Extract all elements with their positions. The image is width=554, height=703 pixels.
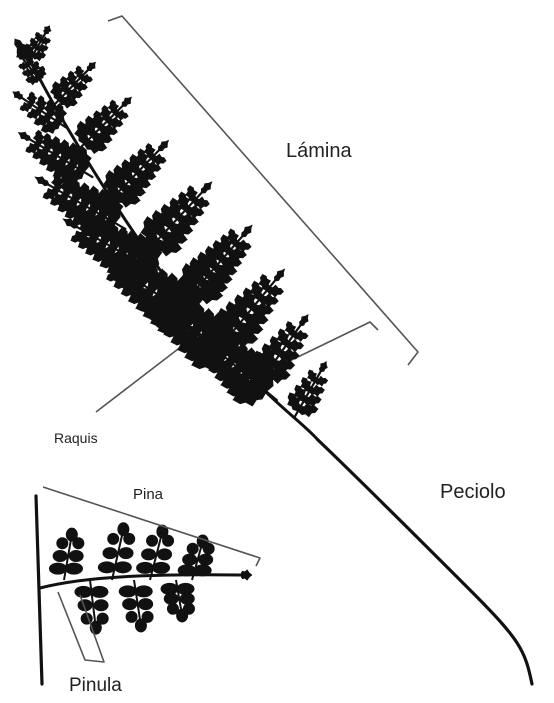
pinna-tip (18, 132, 31, 141)
lobe (126, 611, 138, 623)
lobe (157, 548, 172, 560)
lobe (119, 547, 134, 559)
lobe (141, 548, 156, 560)
lobe (90, 586, 108, 598)
pinna-tip (12, 91, 23, 100)
pinna-tip (87, 62, 96, 71)
pinna-tip (43, 25, 51, 34)
lobe (98, 561, 116, 573)
pinna-tip (158, 140, 169, 151)
label-patch (330, 335, 384, 384)
pinna-tip (241, 225, 253, 238)
label-raquis: Raquis (54, 430, 98, 446)
lobe-tip (135, 618, 147, 632)
lobe (135, 585, 153, 597)
lobe (136, 562, 154, 574)
lobe (65, 563, 83, 575)
pinna-tip (299, 314, 308, 326)
lobe (53, 550, 68, 562)
lobe (69, 550, 84, 562)
lobe-tip (117, 522, 129, 536)
inset-pinnule-2 (98, 522, 135, 580)
inset-pinnule-3 (136, 525, 174, 580)
inset-pinnule-6 (119, 580, 154, 632)
lobe (119, 585, 137, 597)
label-pinula: Pinula (69, 675, 122, 697)
inset-pinnule-7 (161, 580, 195, 622)
lobe (103, 547, 118, 559)
lobe (74, 586, 92, 598)
inset-rachis (36, 496, 42, 684)
lobe (187, 543, 199, 555)
label-peciolo: Peciolo (440, 481, 506, 504)
lobe (146, 535, 158, 547)
pinna-tip (319, 361, 328, 372)
lobe (178, 564, 196, 576)
pina-detail-inset (36, 487, 260, 684)
pinna-5 (74, 97, 132, 154)
lobe (182, 554, 197, 566)
lobe (56, 537, 68, 549)
pinna-tip (274, 268, 285, 281)
inset-pinnule-1 (49, 528, 84, 580)
petiole (318, 440, 532, 684)
lobe (114, 561, 132, 573)
lobe (122, 598, 137, 610)
pinna-3 (50, 62, 96, 109)
inset-pina-tip (240, 569, 252, 580)
lobe (107, 533, 119, 545)
lobe (194, 564, 212, 576)
lobe-tip (66, 528, 78, 542)
label-lamina: Lámina (286, 140, 352, 163)
lobe (94, 599, 109, 611)
lobe (138, 598, 153, 610)
lobe-tip (176, 608, 188, 622)
pinna-tip (34, 176, 49, 186)
pinna-tip (201, 181, 213, 193)
label-pina: Pina (133, 486, 163, 503)
pinna-17 (287, 361, 328, 417)
lobe (198, 554, 213, 566)
pinna-tip (122, 97, 132, 107)
lobe (152, 562, 170, 574)
lobe (49, 563, 67, 575)
